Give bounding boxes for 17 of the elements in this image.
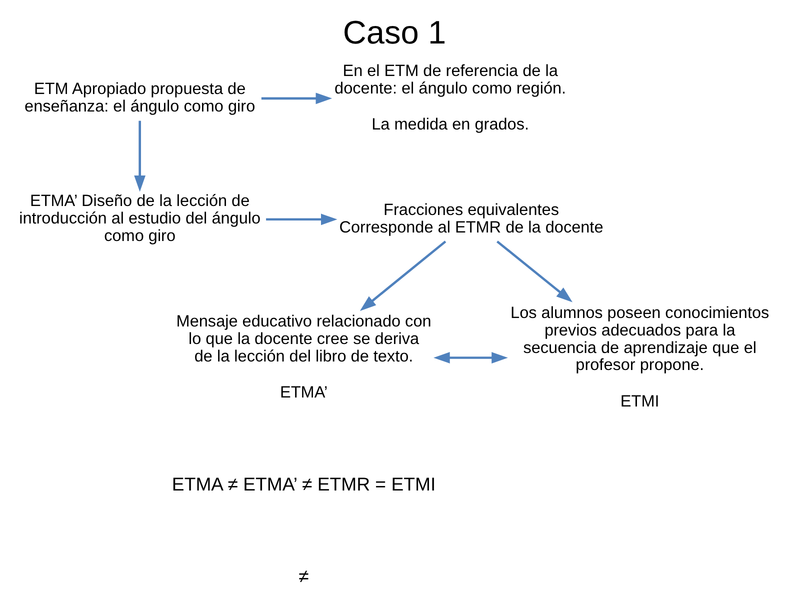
node-label: ETMA’ [280, 384, 328, 402]
label: ETMA ≠ ETMA’ ≠ ETMR = ETMI [172, 474, 436, 495]
arrow [134, 120, 146, 192]
node-text: Los alumnos poseen conocimientos previos adecuados para la secuencia de aprendizaje que el profesor propone. [510, 304, 770, 374]
node-text: ETMA’ Diseño de la lección de introducción al estudio del ángulo como giro [19, 192, 261, 246]
node-text: Fracciones equivalentes Corresponde al ETMR de la docente [339, 200, 604, 236]
arrow [360, 240, 446, 311]
node-text: ETM Apropiado propuesta de enseñanza: el ángulo como giro [24, 80, 256, 116]
node-text: En el ETM de referencia de la docente: el ángulo como región. La medida en grados. [334, 62, 566, 134]
arrow [434, 352, 508, 364]
node-label: ETMI [620, 392, 660, 410]
arrow [266, 214, 338, 226]
arrow [496, 240, 573, 302]
node-text: Mensaje educativo relacionado con lo que la docente cree se deriva de la lección del libro de texto. [176, 312, 432, 366]
arrow [261, 92, 332, 104]
diagram-title: Caso 1 [342, 14, 446, 51]
label: ≠ [298, 566, 309, 587]
